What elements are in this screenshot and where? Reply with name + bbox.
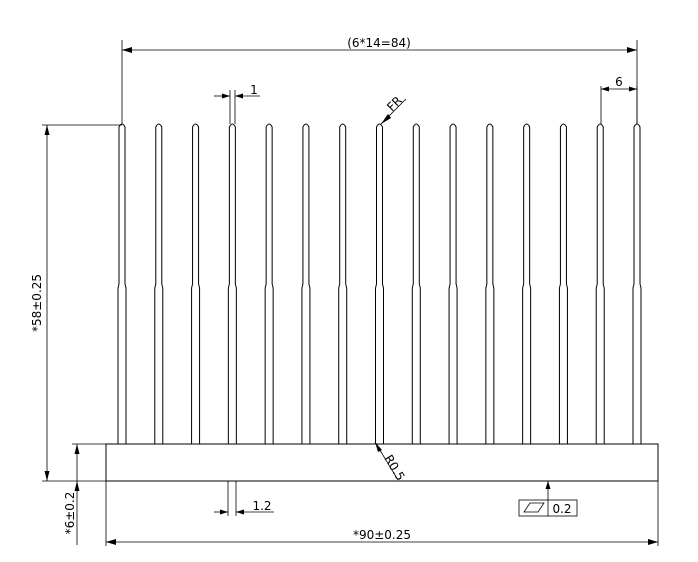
fin	[117, 123, 127, 444]
pitch-total-dimension: (6*14=84)	[121, 36, 638, 124]
overall-height-dimension: *58±0.25	[30, 124, 122, 482]
overall-height-label: *58±0.25	[30, 274, 44, 332]
fin	[301, 123, 311, 444]
root-radius-callout: R0.5	[374, 441, 408, 483]
fin	[595, 123, 605, 444]
fin	[522, 123, 532, 444]
pitch-total-label: (6*14=84)	[347, 36, 411, 50]
fin	[154, 123, 164, 444]
fin-radius-label: FR	[384, 93, 405, 114]
overall-width-dimension: *90±0.25	[105, 481, 659, 546]
fin-tip-thickness-dimension: 1	[214, 83, 260, 124]
base-plate	[105, 443, 659, 482]
fin	[264, 123, 274, 444]
overall-width-label: *90±0.25	[353, 528, 411, 542]
fin-tip-thickness-label: 1	[250, 83, 258, 97]
fin-radius-callout: FR	[380, 93, 407, 125]
fin	[448, 123, 458, 444]
fin	[191, 123, 201, 444]
base-thickness-label: *6±0.2	[63, 492, 77, 535]
fin	[227, 123, 237, 444]
pitch-dimension: 6	[600, 75, 638, 124]
fins-group	[117, 123, 642, 444]
fin	[632, 123, 642, 444]
fin-root-thickness-dimension: 1.2	[214, 481, 274, 516]
flatness-tolerance-frame: 0.2	[518, 481, 578, 517]
fin	[375, 123, 384, 444]
fin-root-thickness-label: 1.2	[252, 499, 271, 513]
pitch-label: 6	[615, 75, 623, 89]
fin	[411, 123, 421, 444]
base-thickness-dimension: *6±0.2	[63, 443, 106, 545]
flatness-value: 0.2	[552, 502, 571, 516]
parallelogram-icon	[523, 502, 545, 513]
fin	[338, 123, 348, 444]
root-radius-label: R0.5	[381, 452, 407, 483]
fin	[485, 123, 495, 444]
fin	[558, 123, 568, 444]
